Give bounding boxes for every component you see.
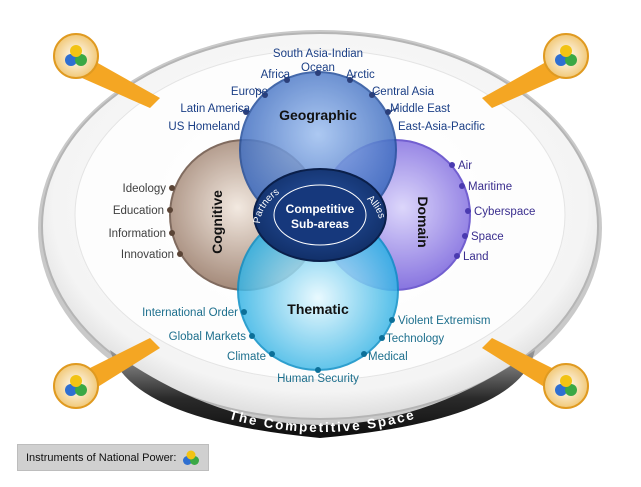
label-technology: Technology bbox=[386, 333, 444, 345]
cognitive-dots bbox=[167, 185, 183, 257]
label-south-asia-indian: South Asia-Indian bbox=[273, 48, 363, 60]
center-title-2: Sub-areas bbox=[291, 217, 349, 231]
label-space: Space bbox=[471, 231, 504, 243]
three-spheres-icon bbox=[53, 33, 99, 79]
legend: Instruments of National Power: bbox=[17, 444, 210, 471]
ring-band bbox=[110, 350, 535, 438]
label-education: Education bbox=[113, 205, 164, 217]
center-title-1: Competitive bbox=[286, 202, 355, 216]
thematic-dots bbox=[241, 309, 395, 373]
three-spheres-icon bbox=[543, 33, 589, 79]
three-spheres-icon bbox=[543, 363, 589, 409]
label-east-asia-pacific: East-Asia-Pacific bbox=[398, 121, 485, 133]
domain-title: Domain bbox=[415, 196, 431, 247]
arrow-bottom-right bbox=[482, 338, 560, 388]
label-international-order: International Order bbox=[142, 307, 238, 319]
label-air: Air bbox=[458, 160, 472, 172]
geographic-title: Geographic bbox=[279, 107, 357, 123]
label-violent-extremism: Violent Extremism bbox=[398, 315, 490, 327]
arrow-top-left bbox=[82, 62, 160, 108]
domain-dots bbox=[449, 162, 471, 259]
arrow-bottom-left bbox=[82, 338, 160, 388]
center-inner bbox=[273, 184, 367, 246]
label-africa: Africa bbox=[261, 69, 291, 81]
label-europe: Europe bbox=[231, 86, 268, 98]
label-land: Land bbox=[463, 251, 489, 263]
arrow-top-right bbox=[482, 62, 560, 108]
label-information: Information bbox=[108, 228, 166, 240]
three-spheres-icon bbox=[53, 363, 99, 409]
label-middle-east: Middle East bbox=[390, 103, 451, 115]
three-spheres-icon bbox=[183, 450, 200, 465]
label-arctic: Arctic bbox=[346, 69, 375, 81]
thematic-title: Thematic bbox=[287, 301, 349, 317]
cognitive-title: Cognitive bbox=[209, 190, 225, 254]
label-innovation: Innovation bbox=[121, 249, 174, 261]
label-global-markets: Global Markets bbox=[169, 331, 247, 343]
label-medical: Medical bbox=[368, 351, 408, 363]
label-cyberspace: Cyberspace bbox=[474, 206, 535, 218]
label-ideology: Ideology bbox=[123, 183, 167, 195]
label-us-homeland: US Homeland bbox=[168, 121, 240, 133]
label-human-security: Human Security bbox=[277, 373, 359, 385]
label-latin-america: Latin America bbox=[180, 103, 250, 115]
geographic-connectors bbox=[237, 74, 399, 113]
label-central-asia: Central Asia bbox=[372, 86, 435, 98]
legend-label: Instruments of National Power: bbox=[26, 451, 177, 464]
label-climate: Climate bbox=[227, 351, 266, 363]
label-maritime: Maritime bbox=[468, 181, 512, 193]
label-ocean: Ocean bbox=[301, 62, 335, 74]
